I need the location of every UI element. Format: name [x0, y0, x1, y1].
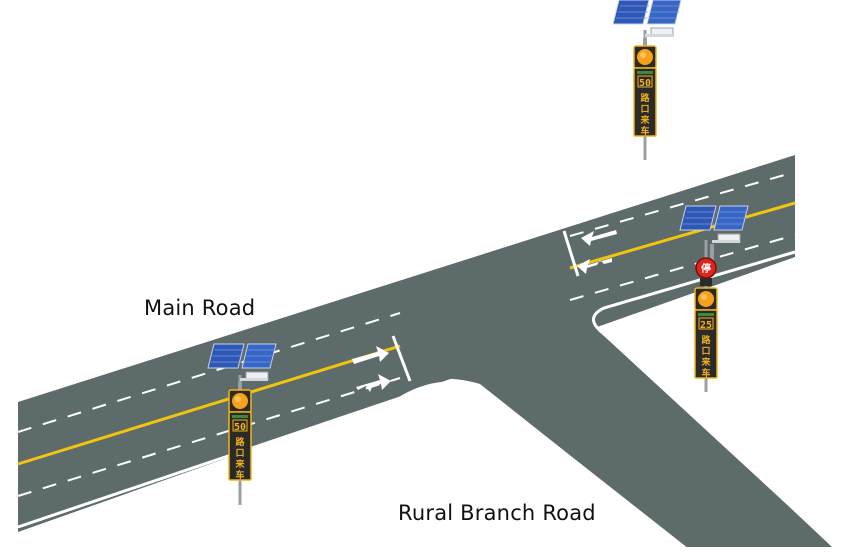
speed-display-branch: 25	[700, 320, 712, 331]
stop-char: 停	[701, 262, 711, 275]
msg-char-3-branch: 来	[700, 356, 711, 368]
branch-road	[400, 257, 832, 547]
msg-char-1-top: 路	[640, 92, 650, 104]
straight-arrow-2	[581, 230, 617, 246]
warning-sign-branch-road: 停 25 路 口 来 车	[679, 205, 749, 392]
msg-char-2-branch: 口	[701, 346, 710, 357]
speed-display-main: 50	[234, 422, 246, 433]
msg-char-2-main: 口	[235, 448, 244, 459]
branch-road-label: Rural Branch Road	[398, 501, 596, 525]
turn-arrow-2	[577, 258, 612, 274]
msg-char-4-branch: 车	[701, 367, 710, 379]
msg-char-4-top: 车	[640, 125, 649, 137]
msg-char-1-main: 路	[235, 436, 245, 448]
msg-char-3-main: 来	[234, 458, 245, 470]
main-road	[18, 155, 795, 532]
warning-sign-top: 50 路 口 来 车	[612, 0, 682, 160]
msg-char-3-top: 来	[639, 114, 650, 126]
straight-arrow-1	[352, 346, 389, 364]
warning-sign-main-road: 50 路 口 来 车	[207, 343, 277, 505]
msg-char-1-branch: 路	[701, 334, 711, 346]
turn-arrow-1	[356, 374, 391, 392]
msg-char-2-top: 口	[640, 104, 649, 115]
speed-display-top: 50	[639, 78, 651, 89]
main-road-label: Main Road	[144, 296, 256, 320]
msg-char-4-main: 车	[235, 469, 244, 481]
